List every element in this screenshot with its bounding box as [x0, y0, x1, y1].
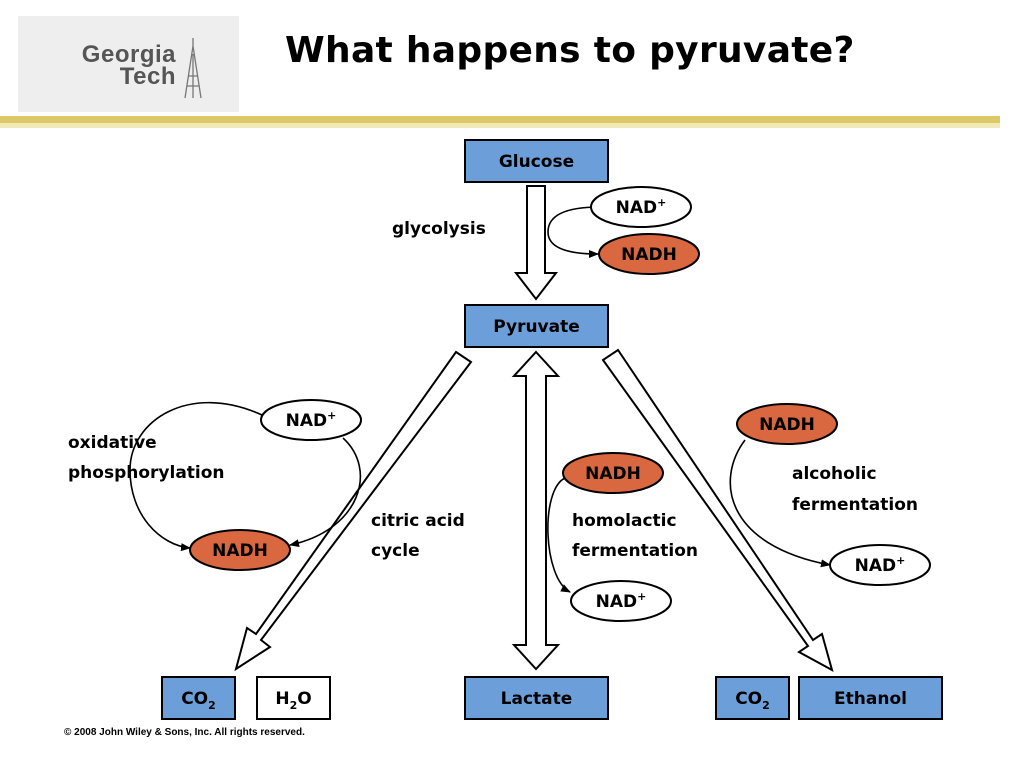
homolactic-label-line2: fermentation: [572, 541, 698, 561]
nad-plus-oval-alcoholic: NAD+: [829, 544, 931, 586]
alcoholic-label-line2: fermentation: [792, 495, 918, 515]
svg-text:NAD+: NAD+: [286, 409, 337, 431]
svg-text:NAD+: NAD+: [616, 196, 667, 218]
logo-line-2: Tech: [119, 63, 176, 90]
copyright-notice: © 2008 John Wiley & Sons, Inc. All right…: [64, 727, 305, 738]
glucose-box: Glucose: [464, 139, 609, 183]
homolactic-fermentation-arrow: [511, 350, 561, 671]
lactate-label: Lactate: [501, 689, 573, 709]
h2o-box: H2O: [256, 676, 331, 720]
ethanol-box: Ethanol: [798, 676, 943, 720]
alcoholic-fermentation-arrow: [601, 348, 834, 673]
glycolysis-label: glycolysis: [392, 219, 486, 239]
oxidative-cofactor-cycle-right: [289, 437, 362, 548]
glucose-label: Glucose: [499, 152, 574, 172]
lactate-box: Lactate: [464, 676, 609, 720]
nad-plus-oval-homolactic: NAD+: [570, 580, 672, 622]
svg-text:NAD+: NAD+: [855, 554, 906, 576]
logo-line-1: Georgia: [81, 41, 176, 68]
co2-box-left: CO2: [161, 676, 236, 720]
logo-background: [18, 16, 239, 112]
co2-box-right: CO2: [715, 676, 790, 720]
title-rule: [0, 116, 1000, 123]
oxidative-label-line1: oxidative: [68, 433, 157, 453]
homolactic-label-line1: homolactic: [572, 511, 677, 531]
tower-icon: [184, 38, 202, 99]
pyruvate-label: Pyruvate: [493, 317, 580, 337]
pyruvate-box: Pyruvate: [464, 304, 609, 348]
nadh-oval-glycolysis: NADH: [598, 233, 700, 275]
glycolysis-arrow: [513, 185, 559, 301]
citric-acid-cycle-arrow: [234, 350, 473, 672]
nadh-oval-homolactic: NADH: [562, 452, 664, 494]
nad-plus-oval-oxidative: NAD+: [260, 399, 362, 441]
nadh-oval-alcoholic: NADH: [736, 403, 838, 445]
nad-plus-oval-glycolysis: NAD+: [590, 186, 692, 228]
oxidative-label-line2: phosphorylation: [68, 463, 225, 483]
oxidative-cofactor-cycle-top: [129, 401, 263, 552]
svg-text:NADH: NADH: [585, 464, 641, 484]
citric-acid-label-line2: cycle: [371, 541, 420, 561]
co2-label-right: CO2: [735, 689, 770, 712]
georgia-tech-logo: Georgia Tech: [48, 41, 176, 90]
co2-label-left: CO2: [181, 689, 216, 712]
nadh-oval-oxidative: NADH: [189, 529, 291, 571]
ethanol-label: Ethanol: [834, 689, 907, 709]
svg-text:NADH: NADH: [212, 541, 268, 561]
homolactic-cofactor-curve: [547, 477, 571, 593]
title-rule-light: [0, 123, 1000, 128]
h2o-label: H2O: [275, 689, 311, 712]
svg-text:NADH: NADH: [759, 415, 815, 435]
citric-acid-label-line1: citric acid: [371, 511, 465, 531]
glycolysis-cofactor-curve: [547, 206, 601, 258]
svg-text:NADH: NADH: [621, 245, 677, 265]
svg-text:NAD+: NAD+: [596, 590, 647, 612]
alcoholic-label-line1: alcoholic: [792, 464, 877, 484]
alcoholic-cofactor-curve: [729, 439, 831, 568]
page-title: What happens to pyruvate?: [285, 30, 855, 71]
